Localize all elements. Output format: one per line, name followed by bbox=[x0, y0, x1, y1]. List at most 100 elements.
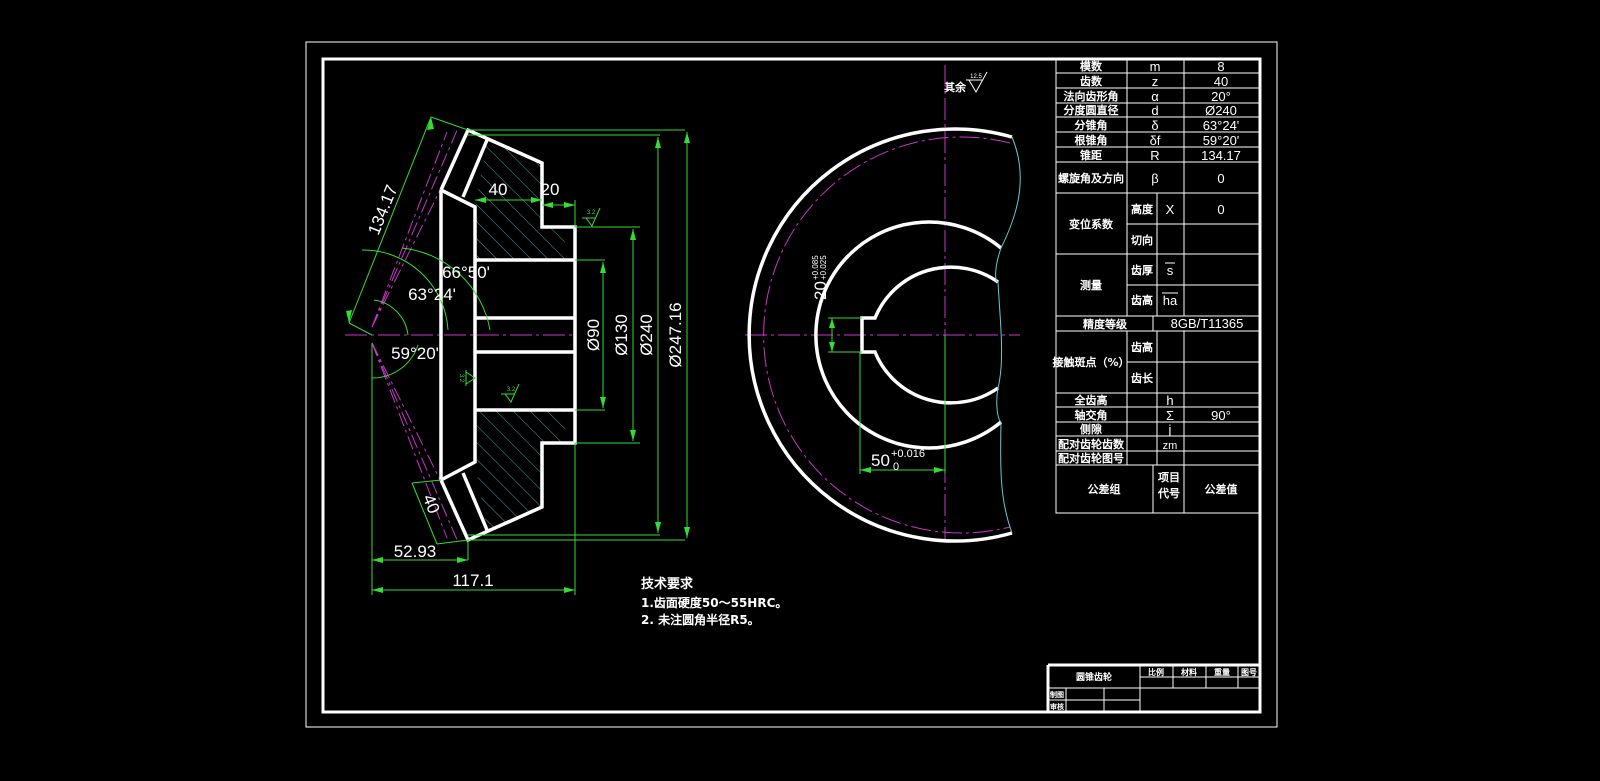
param-symbol: X bbox=[1166, 202, 1175, 217]
param-name: 锥距 bbox=[1080, 148, 1102, 162]
technical-requirements: 技术要求 1.齿面硬度50～55HRC。 2. 未注圆角半径R5。 bbox=[641, 576, 787, 627]
param-value: Ø240 bbox=[1205, 103, 1237, 118]
keyway-depth-tol-upper: +0.016 bbox=[891, 448, 925, 460]
param-code: 项目代号 bbox=[1158, 471, 1180, 500]
dimension-arrows bbox=[346, 117, 690, 593]
outer-frame bbox=[305, 41, 1278, 728]
param-name: 齿数 bbox=[1080, 74, 1103, 88]
param-name: 模数 bbox=[1080, 59, 1103, 73]
section-outline bbox=[439, 127, 577, 543]
param-name: 公差组 bbox=[1088, 482, 1121, 496]
param-name: 精度等级 bbox=[1083, 317, 1128, 331]
title-row-label: 制图 bbox=[1050, 690, 1064, 699]
end-view: 20 +0.085 +0.025 50 +0.016 0 bbox=[745, 65, 1021, 543]
param-tolerance-value: 公差值 bbox=[1205, 482, 1238, 496]
param-value: 90° bbox=[1211, 408, 1231, 423]
param-symbol: Σ bbox=[1166, 408, 1174, 423]
param-name: 螺旋角及方向 bbox=[1058, 171, 1124, 185]
param-sub: 齿厚 bbox=[1131, 263, 1153, 277]
parameter-table bbox=[1055, 58, 1260, 514]
param-sub: 齿高 bbox=[1131, 293, 1153, 307]
general-roughness-value: 12.5 bbox=[970, 74, 982, 80]
param-symbol: δf bbox=[1150, 133, 1161, 148]
param-sub: 齿高 bbox=[1131, 340, 1153, 354]
dim-face-angle: 66°50' bbox=[442, 263, 490, 282]
param-sub: 高度 bbox=[1131, 202, 1154, 216]
hub-circle bbox=[814, 220, 1003, 450]
keyway-width-tol-upper: +0.085 bbox=[811, 255, 820, 280]
param-name: 配对齿轮齿数 bbox=[1058, 437, 1125, 451]
roughness-symbol-top: 3.2 bbox=[582, 207, 601, 227]
param-value: 20° bbox=[1211, 89, 1231, 104]
param-name: 侧隙 bbox=[1080, 422, 1102, 436]
part-name: 圆锥齿轮 bbox=[1076, 671, 1112, 683]
param-name: 配对齿轮图号 bbox=[1058, 451, 1124, 465]
param-name: 根锥角 bbox=[1075, 133, 1108, 147]
keyway-depth-dim: 50 +0.016 0 bbox=[871, 448, 925, 473]
param-symbol: d bbox=[1151, 103, 1158, 118]
param-symbol: zm bbox=[1163, 440, 1178, 452]
param-symbol: ha bbox=[1163, 293, 1178, 308]
param-value: 134.17 bbox=[1201, 148, 1241, 163]
title-block: 圆锥齿轮 比例 材料 重量 图号 制图 审核 bbox=[1046, 663, 1260, 712]
param-value: 63°24' bbox=[1203, 118, 1240, 133]
param-name: 测量 bbox=[1080, 278, 1102, 292]
title-header: 图号 bbox=[1241, 668, 1257, 677]
param-value: 8 bbox=[1217, 59, 1224, 74]
title-row-label: 审核 bbox=[1050, 702, 1064, 711]
param-sub: 切向 bbox=[1131, 233, 1153, 247]
param-symbol: α bbox=[1151, 89, 1159, 104]
dim-mounting-small: 52.93 bbox=[394, 542, 437, 561]
param-symbol: j bbox=[1168, 422, 1172, 437]
param-code-cell: 项目代号 bbox=[1158, 471, 1180, 500]
param-name: 接触斑点（%） bbox=[1052, 355, 1129, 369]
param-value: 40 bbox=[1214, 74, 1228, 89]
param-symbol: β bbox=[1151, 171, 1158, 186]
dim-pitch-angle: 63°24' bbox=[408, 285, 456, 304]
param-name: 分锥角 bbox=[1075, 118, 1108, 132]
param-name: 法向齿形角 bbox=[1064, 89, 1119, 103]
dim-cone-distance: 134.17 bbox=[364, 182, 401, 237]
param-value: 0 bbox=[1217, 171, 1224, 186]
param-symbol: s bbox=[1167, 263, 1174, 278]
param-value: 0 bbox=[1217, 202, 1224, 217]
dim-face-width-bottom: 40 bbox=[419, 492, 444, 517]
keyway-arrows bbox=[829, 318, 945, 473]
param-value: 59°20' bbox=[1203, 133, 1240, 148]
tech-item: 1.齿面硬度50～55HRC。 bbox=[641, 595, 787, 610]
tech-item: 2. 未注圆角半径R5。 bbox=[641, 612, 760, 627]
roughness-symbol-face: 3.2 bbox=[458, 370, 476, 386]
dim-pitch-diameter: Ø240 bbox=[637, 314, 656, 356]
param-name: 变位系数 bbox=[1069, 217, 1114, 231]
title-header: 重量 bbox=[1214, 667, 1230, 677]
dim-mounting-distance: 117.1 bbox=[452, 571, 493, 590]
keyway-width-dim: 20 +0.085 +0.025 bbox=[811, 255, 830, 300]
dim-bore-diameter: Ø90 bbox=[584, 319, 603, 351]
title-header: 材料 bbox=[1181, 667, 1197, 677]
param-symbol: m bbox=[1150, 59, 1161, 74]
section-view: 134.17 40 20 66°50' 63°24' 59°20' Ø90 Ø1… bbox=[345, 116, 690, 595]
general-roughness-note: 其余 12.5 bbox=[944, 71, 988, 94]
parameter-table-text: 模数 m 8 齿数 z 40 法向齿形角 α 20° 分度圆直径 d Ø240 … bbox=[1052, 59, 1244, 500]
section-dimension-lines bbox=[348, 116, 688, 595]
param-symbol: R bbox=[1150, 148, 1159, 163]
keyway-width-value: 20 bbox=[811, 281, 830, 300]
roughness-value: 3.2 bbox=[587, 210, 596, 216]
dim-hub-diameter: Ø130 bbox=[612, 314, 631, 356]
keyway-depth-value: 50 bbox=[871, 451, 890, 470]
roughness-value: 3.2 bbox=[507, 387, 516, 393]
general-roughness-label: 其余 bbox=[944, 80, 967, 94]
param-name: 轴交角 bbox=[1075, 408, 1108, 422]
roughness-symbol-bore: 3.2 bbox=[501, 383, 520, 403]
bore-with-keyway bbox=[860, 265, 1000, 405]
param-sub: 齿长 bbox=[1131, 371, 1154, 385]
param-value: 8GB/T11365 bbox=[1171, 316, 1244, 331]
param-name: 全齿高 bbox=[1074, 393, 1108, 407]
tech-title: 技术要求 bbox=[641, 576, 694, 592]
dim-tooth-width: 40 bbox=[489, 180, 508, 199]
param-symbol: z bbox=[1152, 74, 1159, 89]
dim-root-angle: 59°20' bbox=[391, 344, 439, 363]
dim-hub-width: 20 bbox=[541, 180, 560, 199]
outer-circle bbox=[747, 127, 1013, 543]
